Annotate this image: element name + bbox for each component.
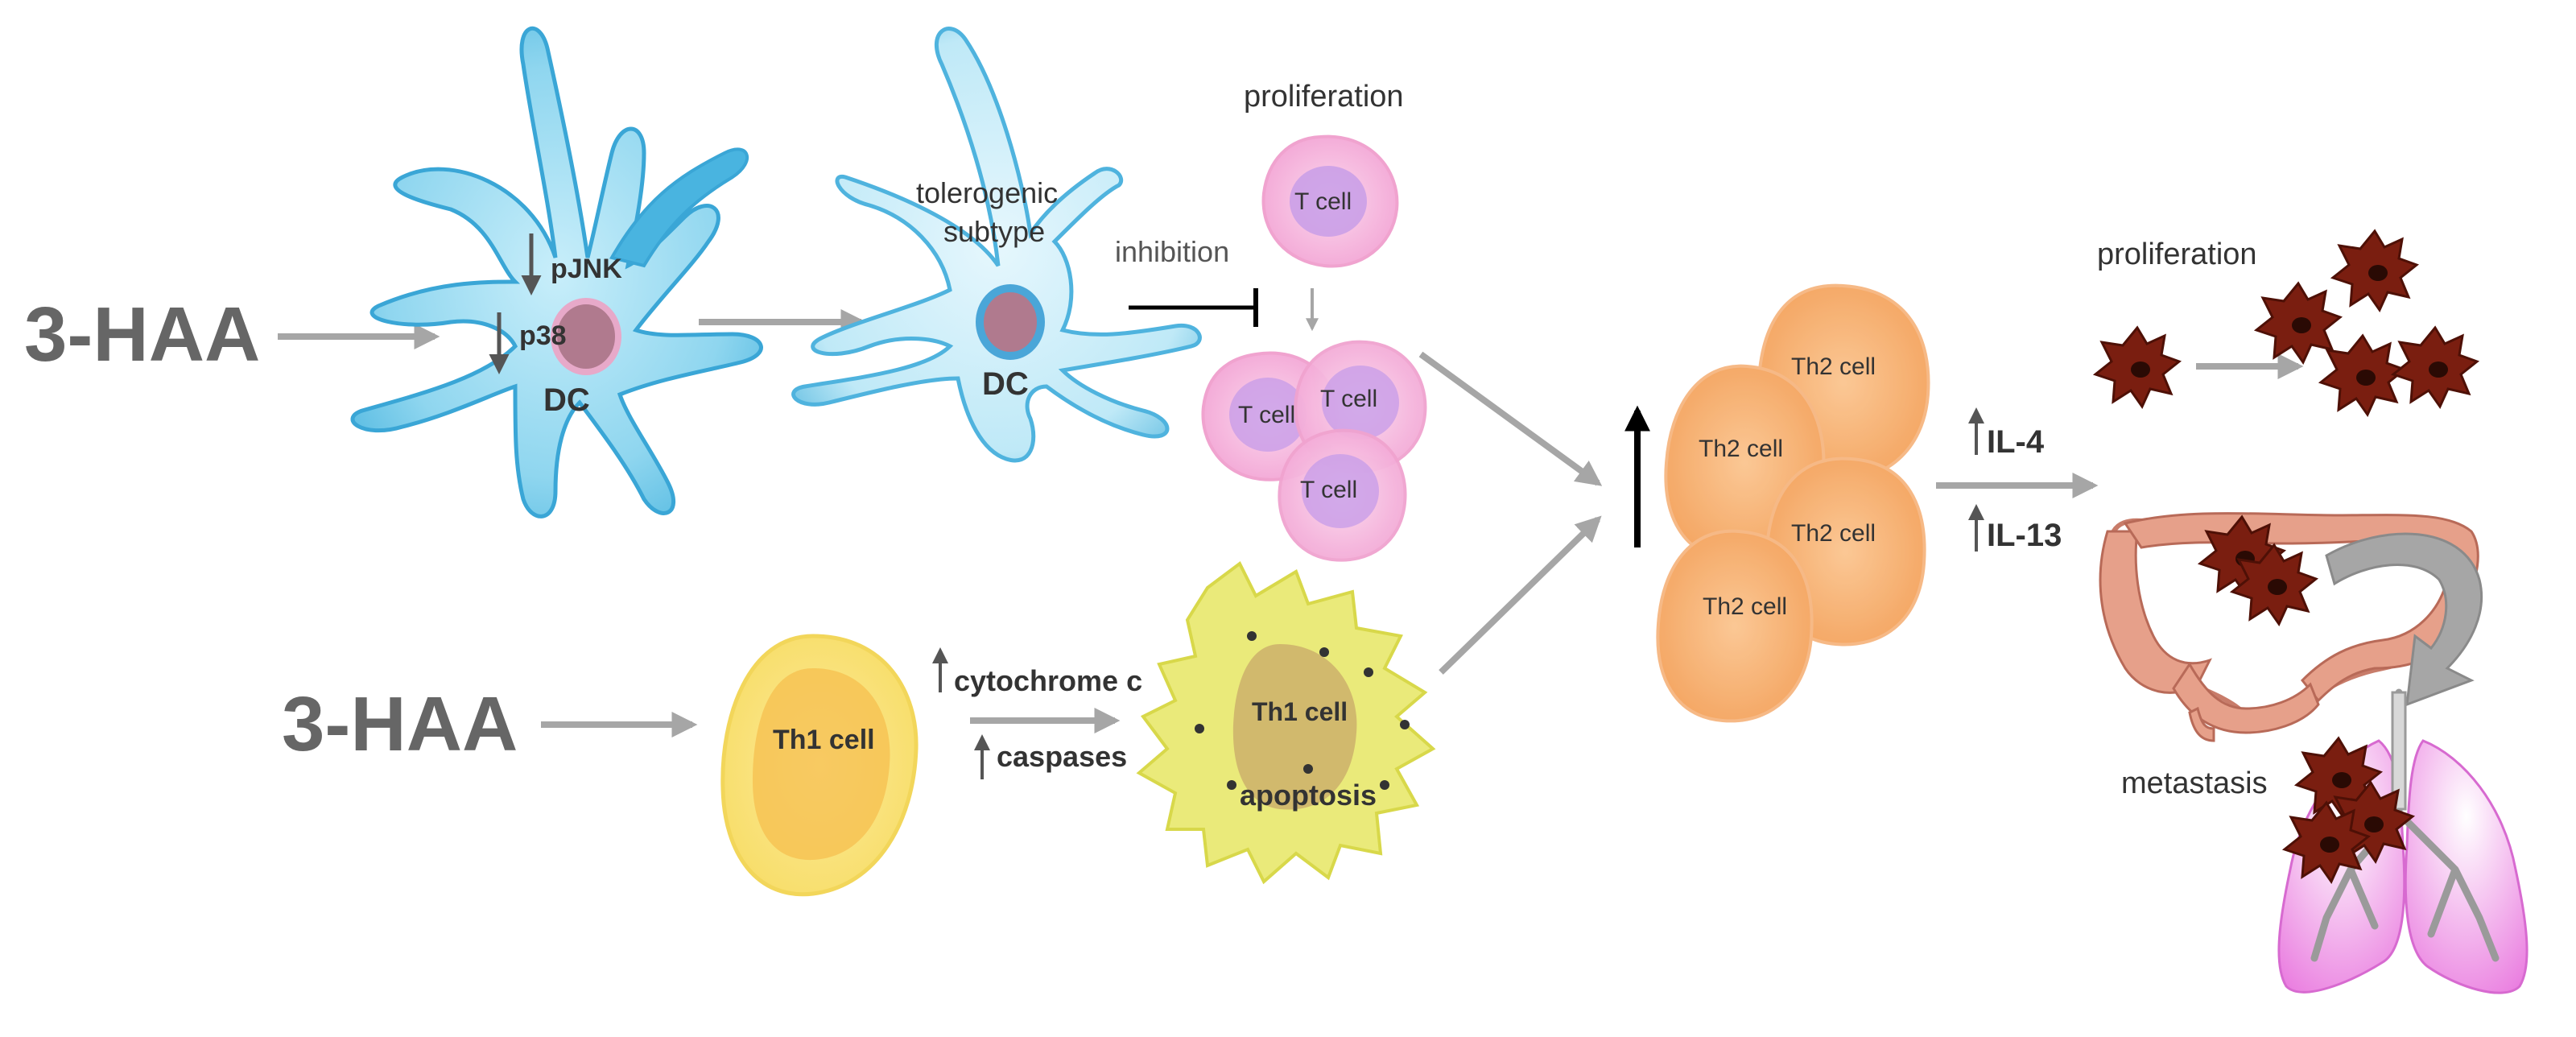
t-cell-b-label: T cell — [1320, 386, 1377, 412]
t-cell-a-label: T cell — [1238, 402, 1295, 428]
cytochrome-label: cytochrome c — [954, 664, 1142, 697]
tolerogenic-dendritic-cell — [791, 27, 1202, 463]
th2-cell-b-label: Th2 cell — [1699, 436, 1783, 462]
arrow-tcells-to-th2 — [1418, 351, 1603, 486]
apoptosis-label: apoptosis — [1240, 779, 1377, 812]
haa-label-bottom: 3-HAA — [282, 681, 518, 767]
metastasis-label: metastasis — [2121, 766, 2268, 800]
th2-cell-a-label: Th2 cell — [1791, 353, 1876, 380]
proliferation-label-tumor: proliferation — [2097, 238, 2257, 271]
tumor-cell-single — [2094, 326, 2181, 408]
tumor-cell-2 — [2331, 229, 2418, 312]
apoptotic-th1-cell — [1136, 560, 1436, 885]
il4-label: IL-4 — [1987, 424, 2045, 460]
t-cell-c-label: T cell — [1300, 477, 1357, 503]
caspases-label: caspases — [997, 740, 1127, 773]
t-cell-top — [1261, 134, 1399, 268]
t-cell-group — [1201, 340, 1427, 562]
tolerogenic-dc-nucleus — [976, 284, 1045, 360]
tolerogenic-label: tolerogenic — [916, 176, 1058, 209]
il13-label: IL-13 — [1987, 518, 2062, 553]
subtype-label: subtype — [943, 215, 1045, 248]
dc-label-2: DC — [982, 366, 1029, 402]
proliferation-label-t: proliferation — [1244, 80, 1404, 114]
arrow-apoptosis-to-th2 — [1439, 515, 1602, 675]
inhibition-label: inhibition — [1115, 235, 1229, 268]
th1-cell — [720, 634, 919, 897]
dendritic-cell-1 — [350, 26, 763, 518]
t-cell-top-label: T cell — [1294, 188, 1352, 215]
th2-cell-d-label: Th2 cell — [1703, 593, 1787, 620]
p38-label: p38 — [519, 320, 567, 351]
th2-cell-cluster — [1656, 283, 1930, 723]
dc-label-1: DC — [543, 382, 590, 418]
dc-nucleus-1 — [551, 298, 621, 375]
tumor-cell-5 — [2392, 326, 2479, 408]
th1-cell-label-2: Th1 cell — [1252, 697, 1348, 726]
th1-cell-label-1: Th1 cell — [773, 725, 875, 755]
metastasis-curved-arrow — [2325, 532, 2483, 707]
pjnk-label: pJNK — [551, 254, 622, 284]
th2-cell-c-label: Th2 cell — [1791, 520, 1876, 547]
haa-label-top: 3-HAA — [24, 291, 260, 378]
